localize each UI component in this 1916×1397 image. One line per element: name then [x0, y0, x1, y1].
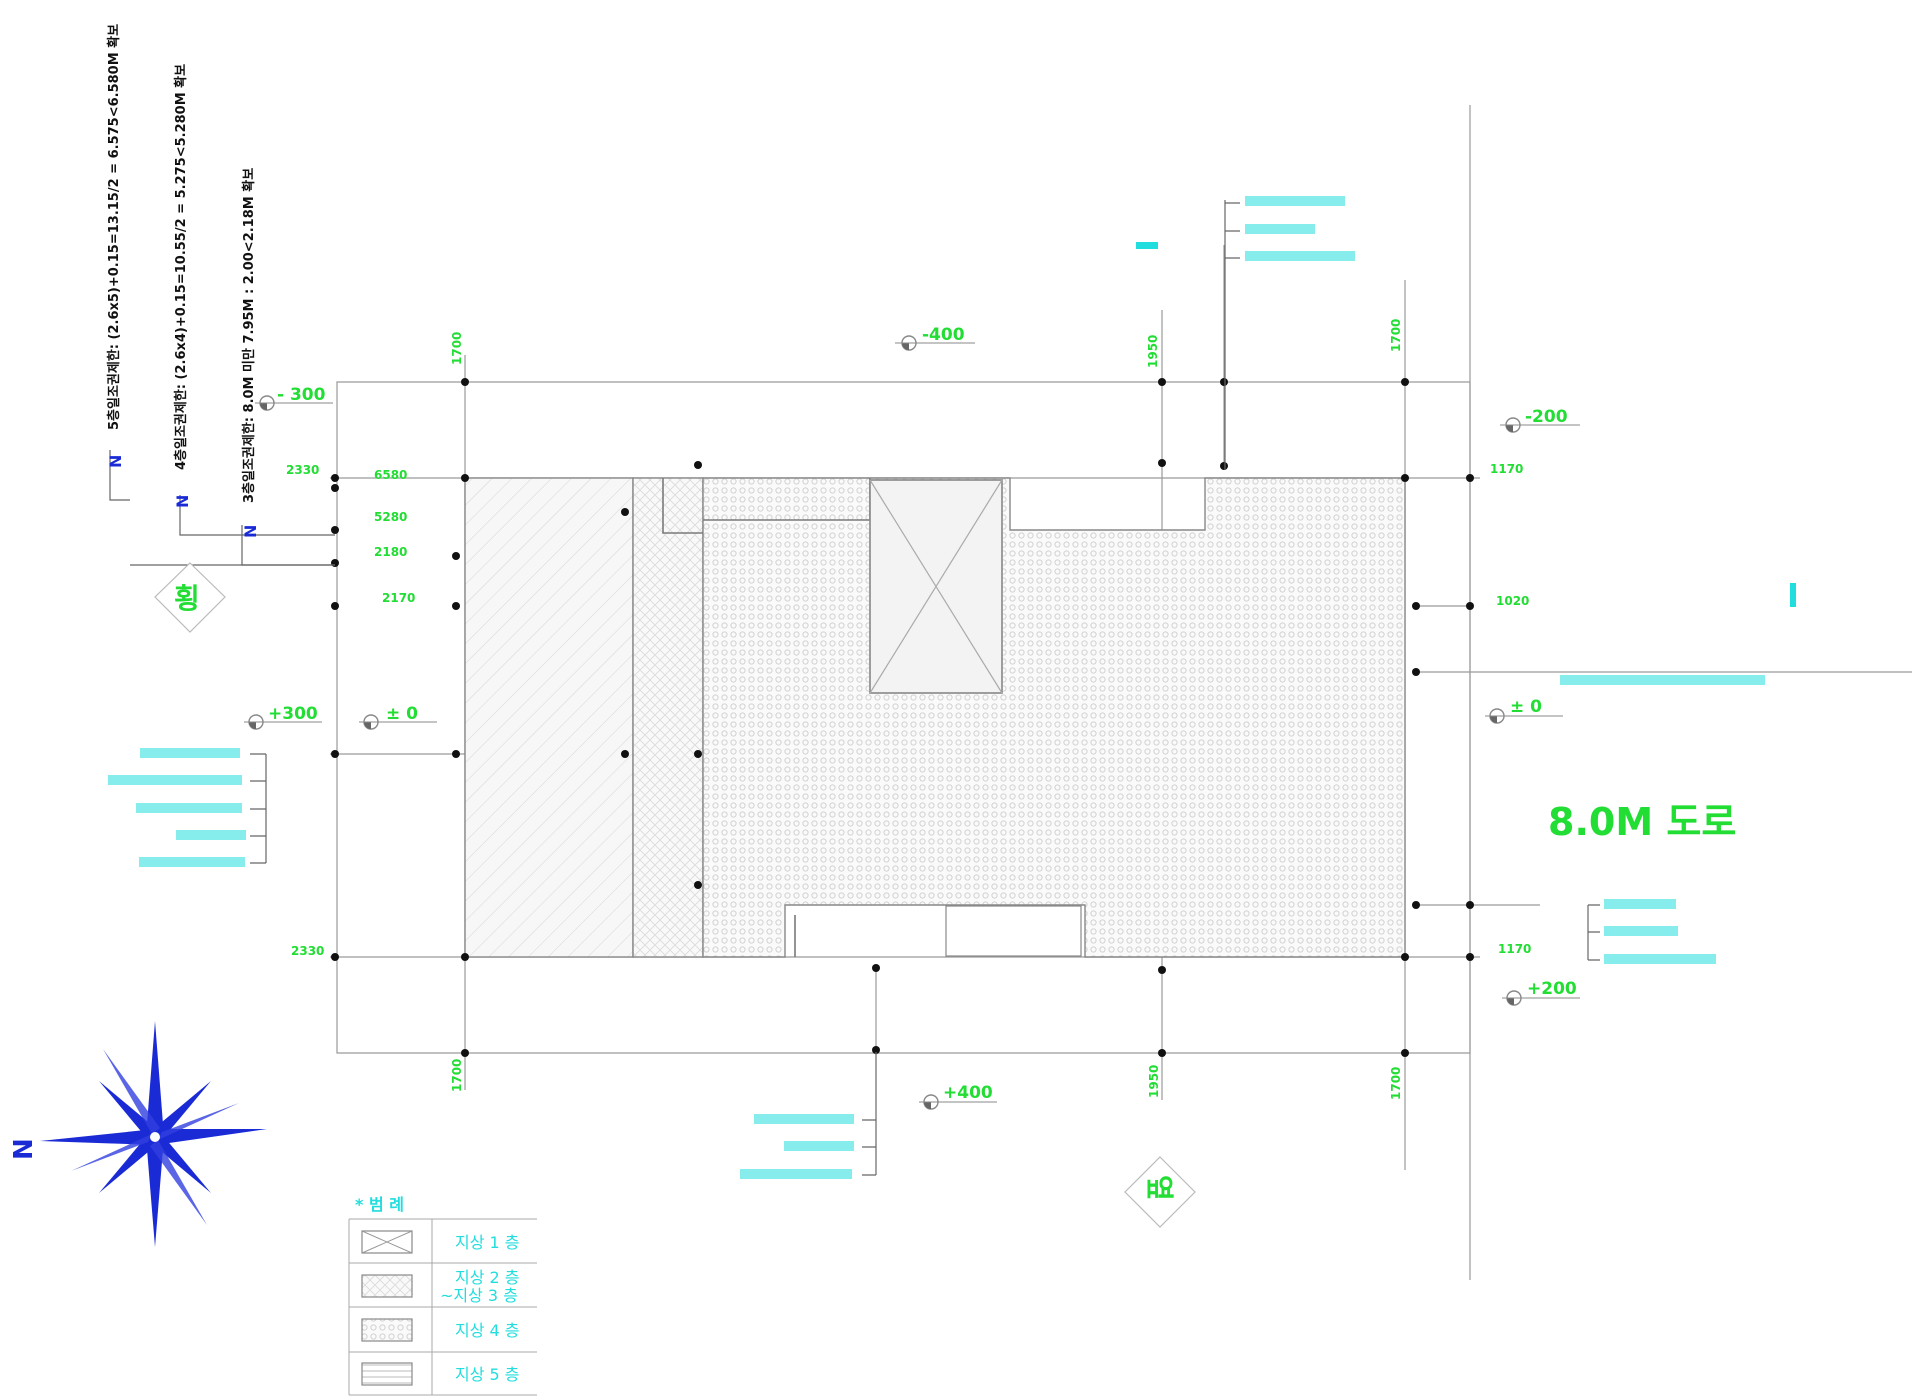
- elevation-marker: - 300: [255, 385, 333, 411]
- setback-note-4f: 4층일조권제한: (2.6x4)+0.15=10.55/2 = 5.275<5.…: [173, 64, 189, 470]
- elevation-left-a: +300: [268, 704, 318, 724]
- dim-top-2: 1950: [1146, 335, 1160, 368]
- side-label-left: 횡: [174, 582, 200, 615]
- dim-bot-1: 1700: [450, 1059, 464, 1092]
- elevation-top-center: -400: [922, 325, 965, 345]
- north-marker-3f: N: [241, 525, 260, 538]
- dim-right-2: 1020: [1496, 594, 1529, 608]
- elevation-top-right: -200: [1525, 407, 1568, 427]
- legend-swatch-4f: [361, 1318, 413, 1342]
- dim-left-3: 5280: [374, 510, 407, 524]
- dim-right-3: 1170: [1498, 942, 1531, 956]
- dim-left-4: 2180: [374, 545, 407, 559]
- side-indicator-bottom: 옆: [1124, 1156, 1196, 1228]
- side-label-bottom: 옆: [1143, 1175, 1176, 1201]
- elevation-left-b: ± 0: [386, 704, 418, 724]
- legend: * 범 례 지상 1 층 지상 2 층~지상 3 층 지상 4 층 지상 5 층: [348, 1195, 537, 1396]
- compass-label: N: [9, 1138, 39, 1160]
- elevation-marker: ± 0: [1485, 697, 1563, 724]
- compass-rose-icon: [40, 1021, 267, 1247]
- dim-right-1: 1170: [1490, 462, 1523, 476]
- legend-title: * 범 례: [355, 1195, 404, 1214]
- dim-top-1: 1700: [450, 332, 464, 365]
- setback-note-5f: 5층일조권제한: (2.6x5)+0.15=13.15/2 = 6.575<6.…: [106, 24, 122, 430]
- legend-label-4f: 지상 4 층: [455, 1321, 520, 1340]
- elevation-bottom-right: +200: [1527, 979, 1577, 999]
- legend-label-2-3f: 지상 2 층~지상 3 층: [440, 1268, 520, 1305]
- north-marker-5f: N: [106, 455, 125, 468]
- dim-left-1: 2330: [286, 463, 319, 477]
- elevation-bottom-center: +400: [943, 1083, 993, 1103]
- dim-top-3: 1700: [1389, 319, 1403, 352]
- elevation-right-mid: ± 0: [1510, 697, 1542, 717]
- elevation-marker: -400: [895, 325, 975, 351]
- elevation-marker: ± 0: [359, 704, 437, 730]
- legend-label-5f: 지상 5 층: [455, 1365, 520, 1384]
- elevation-marker: -200: [1500, 407, 1580, 433]
- dim-bot-2: 1950: [1147, 1065, 1161, 1098]
- north-marker-4f: N: [173, 495, 192, 508]
- dim-left-6: 2330: [291, 944, 324, 958]
- elevation-marker: +300: [244, 704, 322, 730]
- elevation-marker: +400: [919, 1083, 997, 1110]
- legend-label-1f: 지상 1 층: [455, 1233, 520, 1252]
- legend-swatch-2-3f: [361, 1274, 413, 1298]
- elevation-marker: +200: [1502, 979, 1580, 1006]
- dim-bot-3: 1700: [1389, 1067, 1403, 1100]
- setback-note-3f: 3층일조권제한: 8.0M 미만 7.95M : 2.00<2.18M 확보: [241, 168, 257, 503]
- dim-left-2: 6580: [374, 468, 407, 482]
- dim-left-5: 2170: [382, 591, 415, 605]
- legend-swatch-5f: [361, 1362, 413, 1386]
- elevation-top-left: - 300: [277, 385, 326, 405]
- side-indicator-left: 횡: [154, 562, 226, 633]
- road-label: 8.0M 도로: [1548, 800, 1736, 844]
